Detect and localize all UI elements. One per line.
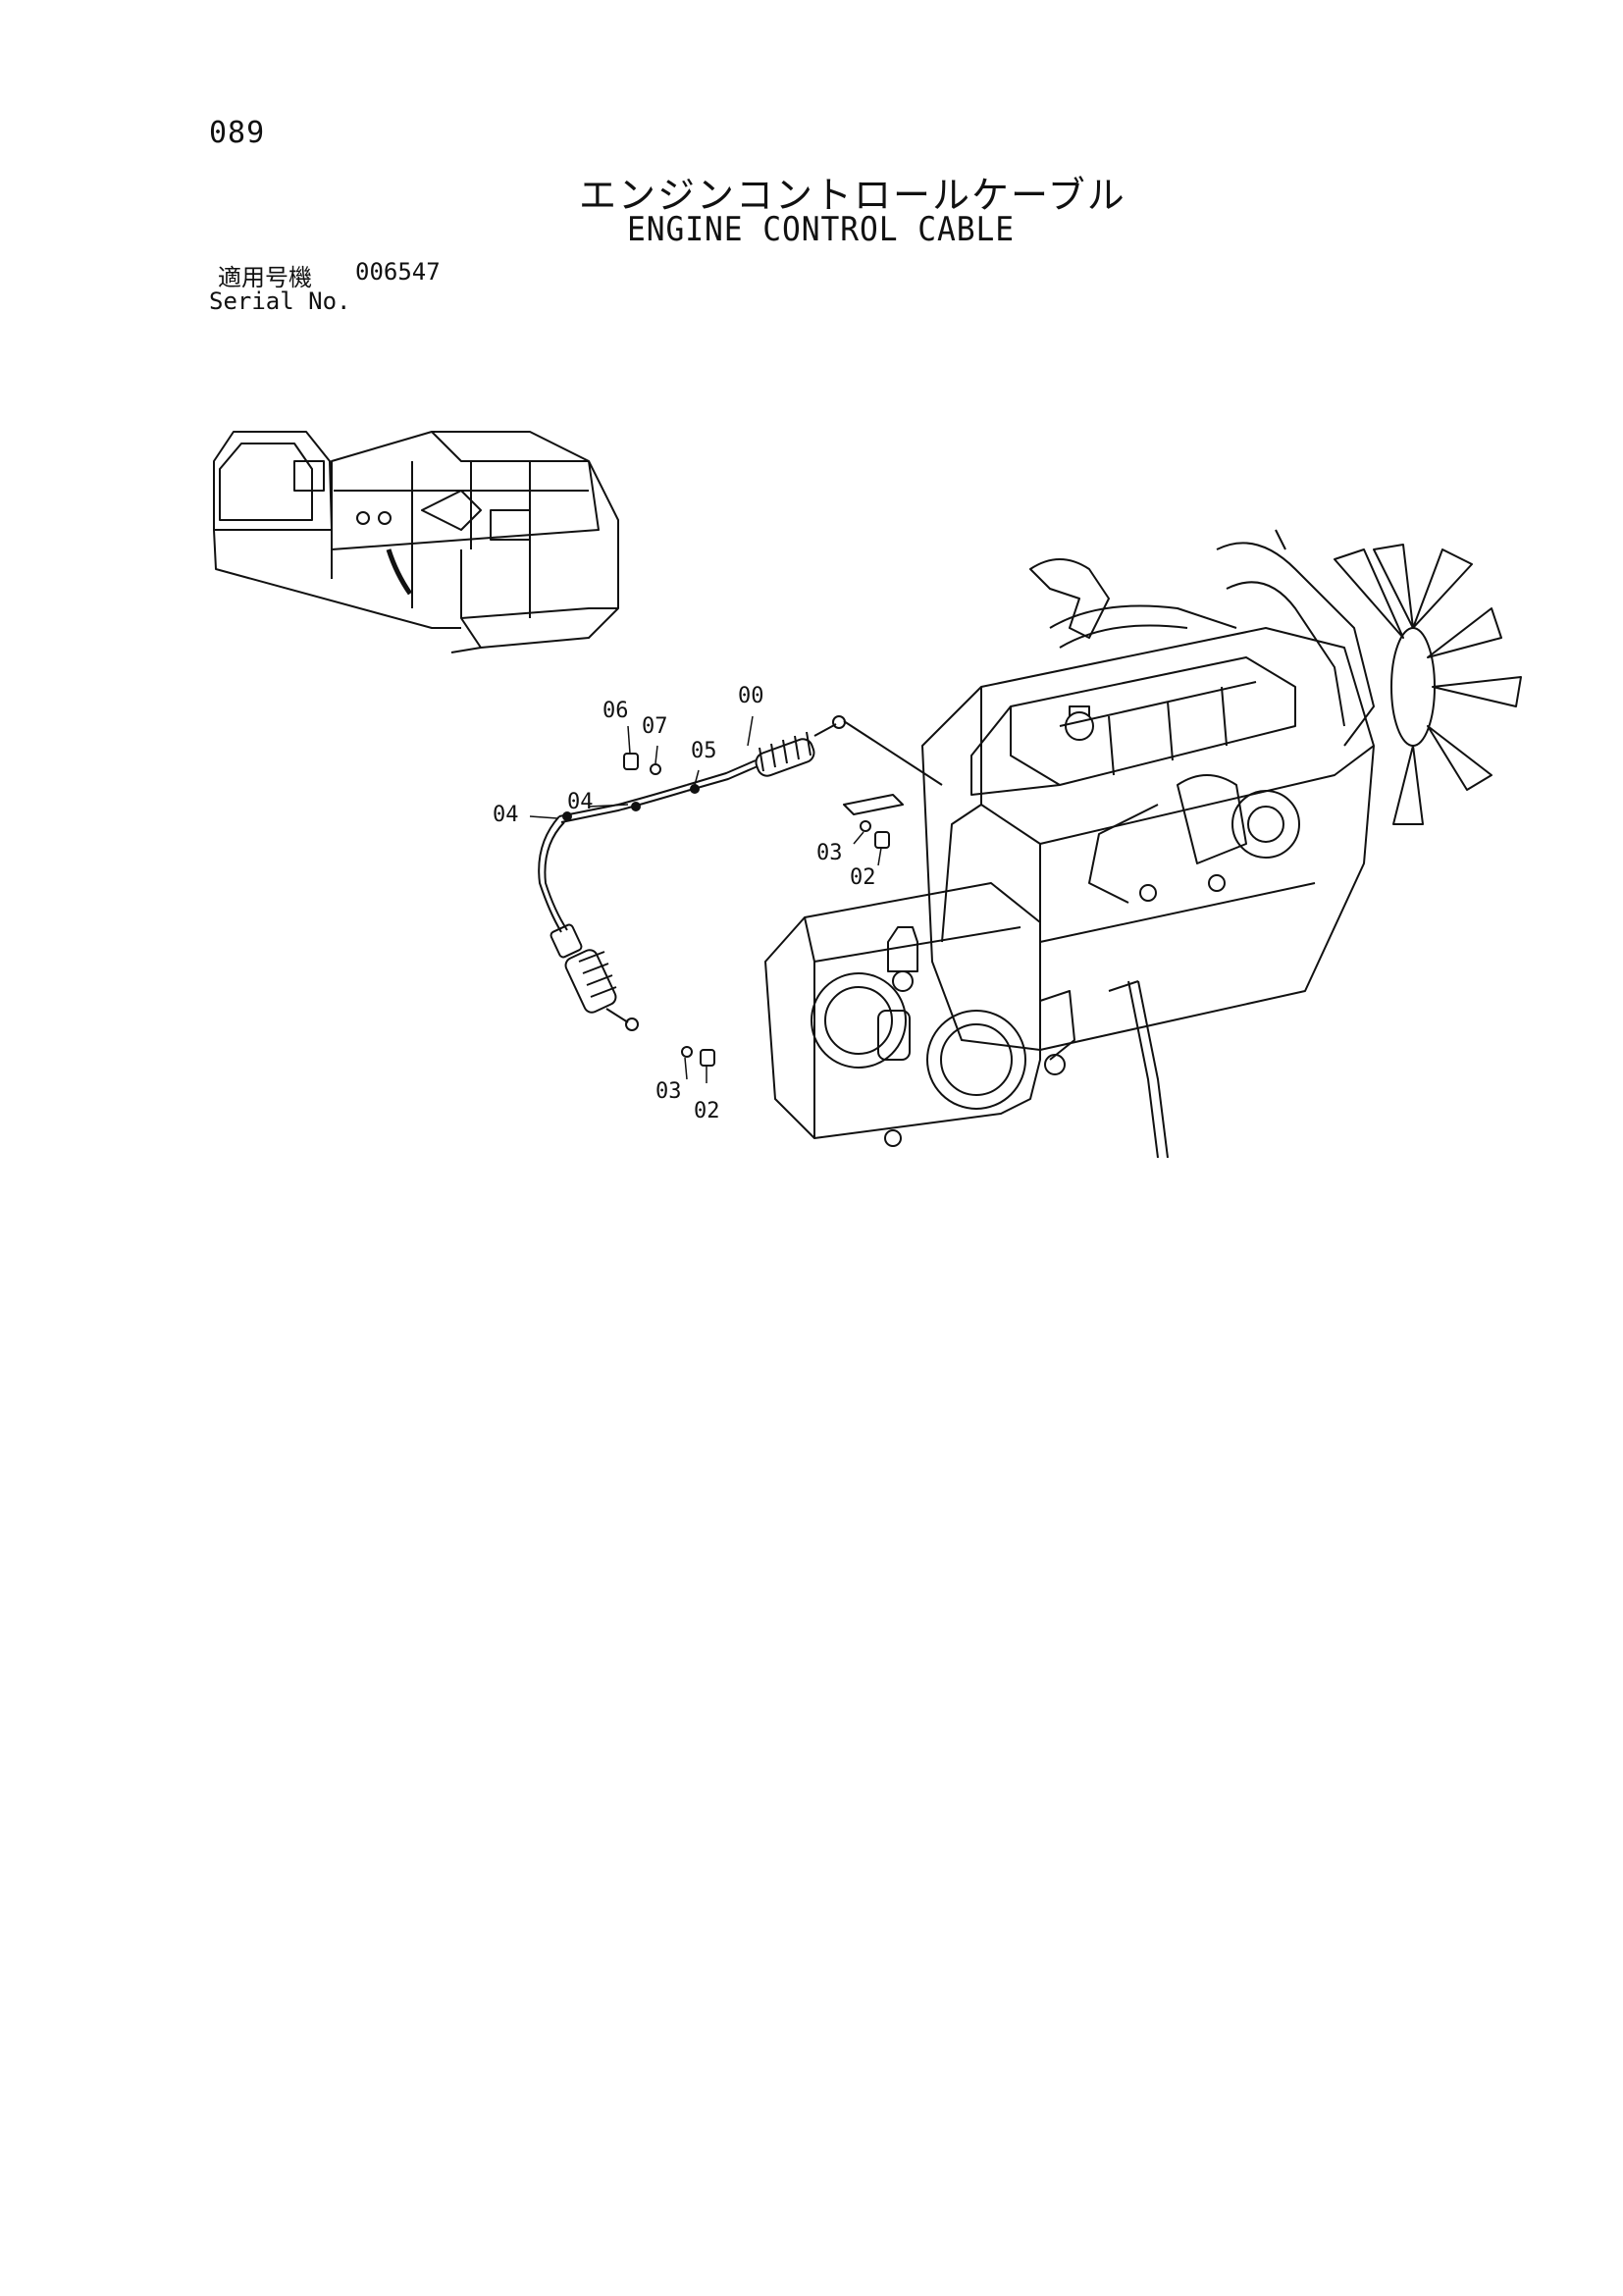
part-label-03-lower: 03 [655, 1079, 682, 1104]
part-label-04-left: 04 [493, 803, 519, 827]
serial-number: 006547 [355, 258, 441, 286]
engine-assembly-illustration [764, 529, 1522, 1159]
part-label-05: 05 [691, 739, 717, 763]
serial-label-japanese: 適用号機 [218, 264, 312, 291]
part-label-00: 00 [738, 684, 764, 708]
leader-lines [529, 715, 882, 1083]
part-label-02-engine: 02 [850, 865, 876, 890]
page-title-japanese: エンジンコントロールケーブル [579, 174, 1126, 217]
part-label-07: 07 [642, 714, 668, 739]
page-number: 089 [209, 116, 266, 150]
part-label-06: 06 [602, 699, 629, 723]
control-cable-illustration [538, 715, 943, 1067]
part-label-04-upper: 04 [567, 790, 594, 814]
part-label-03-engine: 03 [816, 841, 843, 865]
excavator-overview-illustration [213, 431, 619, 653]
page-title: ENGINE CONTROL CABLE [627, 210, 1016, 249]
serial-label: Serial No. [209, 287, 351, 315]
part-label-02-lower: 02 [694, 1099, 720, 1123]
